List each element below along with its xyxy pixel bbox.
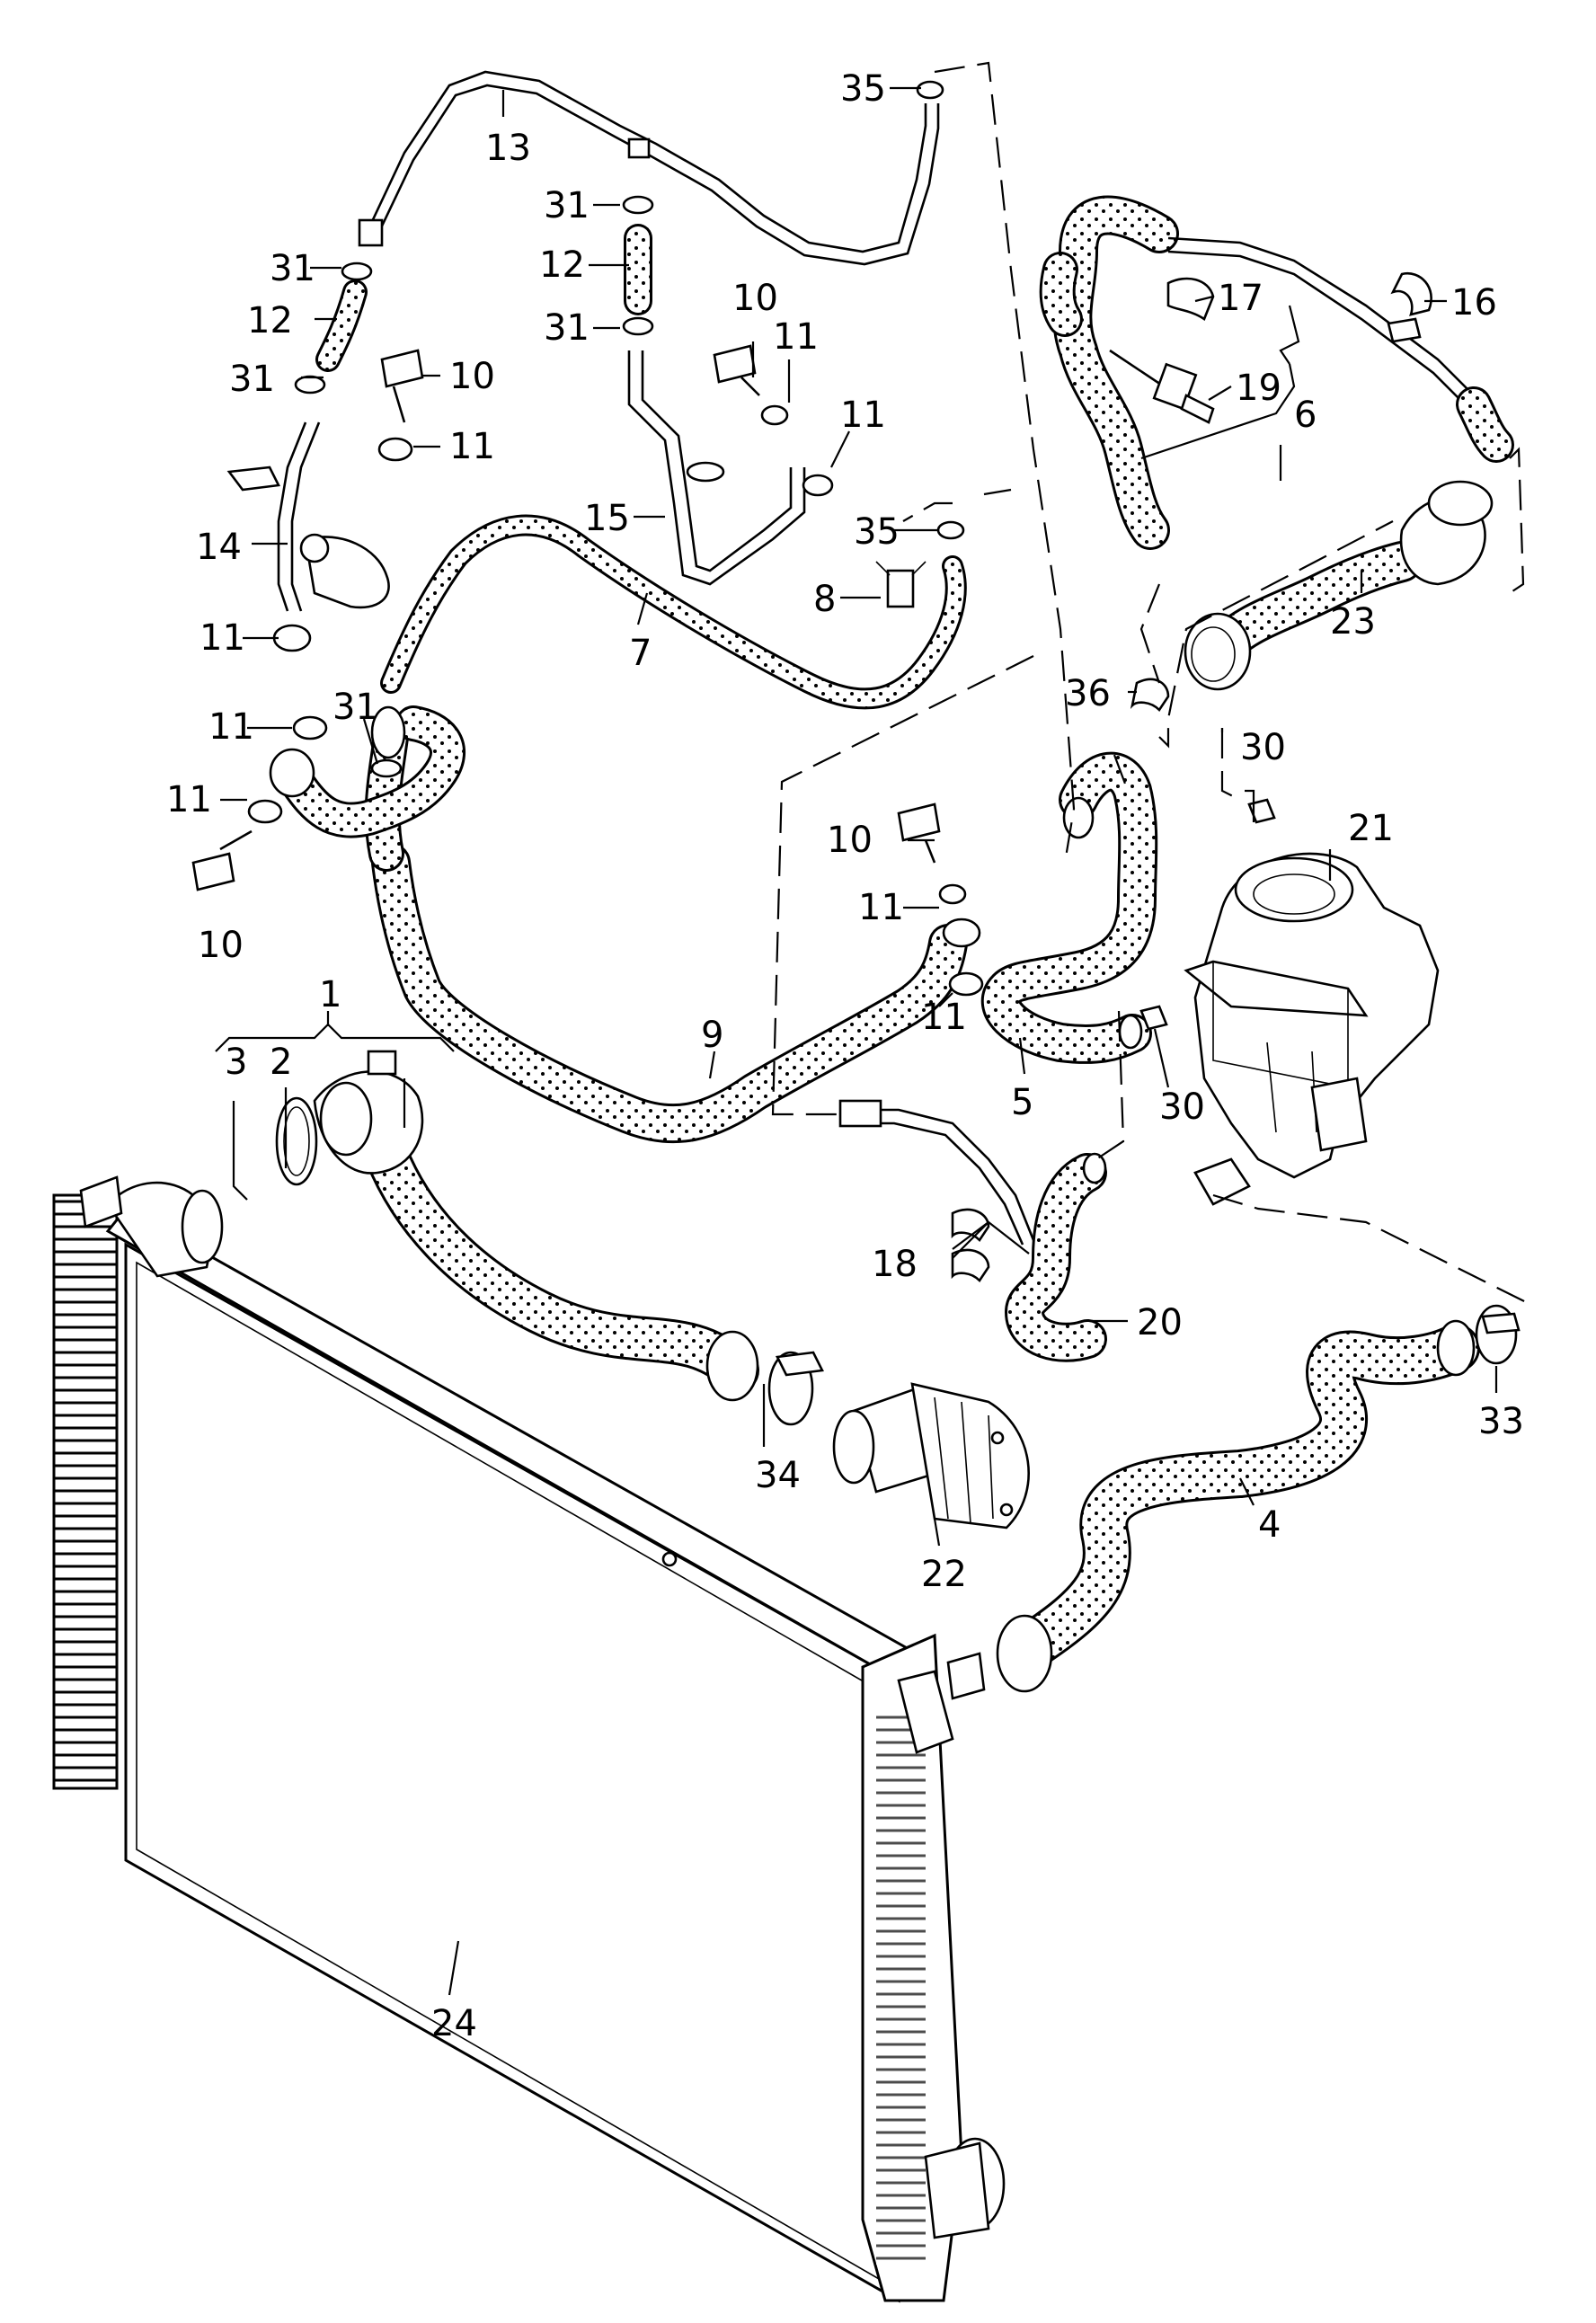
radiator — [52, 1175, 1006, 2303]
callout-12-b: 12 — [539, 244, 585, 286]
callout-11-g: 11 — [858, 887, 904, 928]
callout-17: 17 — [1218, 278, 1264, 319]
callout-18: 18 — [872, 1244, 918, 1285]
hose-9 — [371, 843, 981, 1144]
callout-11-b: 11 — [773, 316, 819, 358]
callout-5: 5 — [1011, 1082, 1033, 1123]
breather-pipe-13 — [358, 70, 940, 266]
coolant-pipe-15 — [627, 350, 806, 586]
callout-11-d: 11 — [200, 617, 245, 659]
callout-30-b: 30 — [1159, 1086, 1205, 1128]
callout-8: 8 — [813, 579, 836, 620]
callout-11-c: 11 — [840, 395, 886, 436]
callout-10-a: 10 — [449, 356, 495, 397]
callout-21: 21 — [1348, 808, 1394, 849]
callout-35-b: 35 — [854, 511, 900, 553]
callout-31-d: 31 — [544, 307, 590, 349]
hose-clip — [1166, 277, 1215, 321]
callout-12-a: 12 — [247, 300, 293, 341]
callout-36: 36 — [1065, 673, 1111, 714]
hose-20 — [838, 1099, 1107, 1362]
callout-31-c: 31 — [544, 185, 590, 226]
callout-34: 34 — [755, 1455, 801, 1496]
callout-2: 2 — [270, 1042, 292, 1083]
callout-1: 1 — [319, 974, 341, 1015]
assembly-dashed-lines — [771, 61, 1529, 1304]
hose-clamp — [767, 1351, 824, 1426]
callout-31-a: 31 — [270, 248, 315, 289]
hose-clamp — [1387, 271, 1432, 343]
coolant-flange-connector — [832, 1382, 1030, 1529]
callout-14: 14 — [196, 527, 242, 568]
group-bracket-6 — [1140, 305, 1300, 481]
callout-20: 20 — [1137, 1302, 1183, 1343]
callout-13: 13 — [485, 128, 531, 169]
sealing-washer — [247, 404, 984, 997]
callout-labels: 1 2 3 4 5 6 7 8 9 10 10 10 10 11 11 11 1… — [166, 68, 1524, 2044]
callout-10-b: 10 — [732, 278, 778, 319]
hose-clamp — [1475, 1304, 1521, 1365]
coolant-expansion-tank — [1184, 852, 1440, 1206]
callout-16: 16 — [1451, 282, 1497, 324]
o-ring — [275, 1096, 318, 1186]
hose-holder — [1109, 349, 1215, 424]
callout-31-b: 31 — [229, 359, 275, 400]
callout-9: 9 — [701, 1015, 723, 1056]
hose-clamp-small — [916, 80, 965, 540]
callout-7: 7 — [629, 633, 652, 674]
callout-3: 3 — [225, 1042, 247, 1083]
callout-24: 24 — [431, 2003, 477, 2044]
callout-15: 15 — [584, 498, 630, 539]
group-bracket-1 — [215, 1011, 455, 1201]
callout-10-c: 10 — [827, 820, 873, 861]
callout-11-e: 11 — [208, 706, 254, 748]
hose-7 — [380, 514, 967, 710]
hose-clamp-small — [294, 195, 654, 778]
callout-23: 23 — [1330, 601, 1376, 643]
spring-clip — [1139, 1005, 1168, 1031]
hose-assembly-6 — [1039, 195, 1514, 550]
branch-hose — [269, 705, 466, 838]
temperature-sender — [875, 561, 927, 608]
callout-11-f: 11 — [166, 779, 212, 820]
hose-upper-radiator — [313, 1050, 759, 1402]
leader-lines — [220, 86, 1498, 1996]
banjo-bolt — [191, 344, 941, 891]
callout-6: 6 — [1294, 395, 1317, 436]
coolant-pipe-14 — [226, 421, 390, 612]
callout-35-a: 35 — [840, 68, 886, 110]
filler-neck-hose-with-cap — [1184, 480, 1494, 691]
callout-19: 19 — [1236, 368, 1281, 409]
hose-5 — [980, 751, 1158, 1064]
callout-11-a: 11 — [449, 426, 495, 467]
hose-clamp — [1130, 678, 1170, 713]
callout-10-d: 10 — [198, 925, 244, 966]
hose-clamp-pair — [951, 1208, 990, 1283]
callout-4: 4 — [1258, 1504, 1281, 1546]
callout-22: 22 — [921, 1554, 967, 1595]
callout-33: 33 — [1478, 1401, 1524, 1442]
short-hose — [315, 279, 368, 372]
hose-lower-radiator — [996, 1319, 1480, 1693]
callout-30-a: 30 — [1240, 727, 1286, 768]
callout-31-e: 31 — [332, 687, 378, 728]
callout-11-h: 11 — [921, 997, 967, 1038]
